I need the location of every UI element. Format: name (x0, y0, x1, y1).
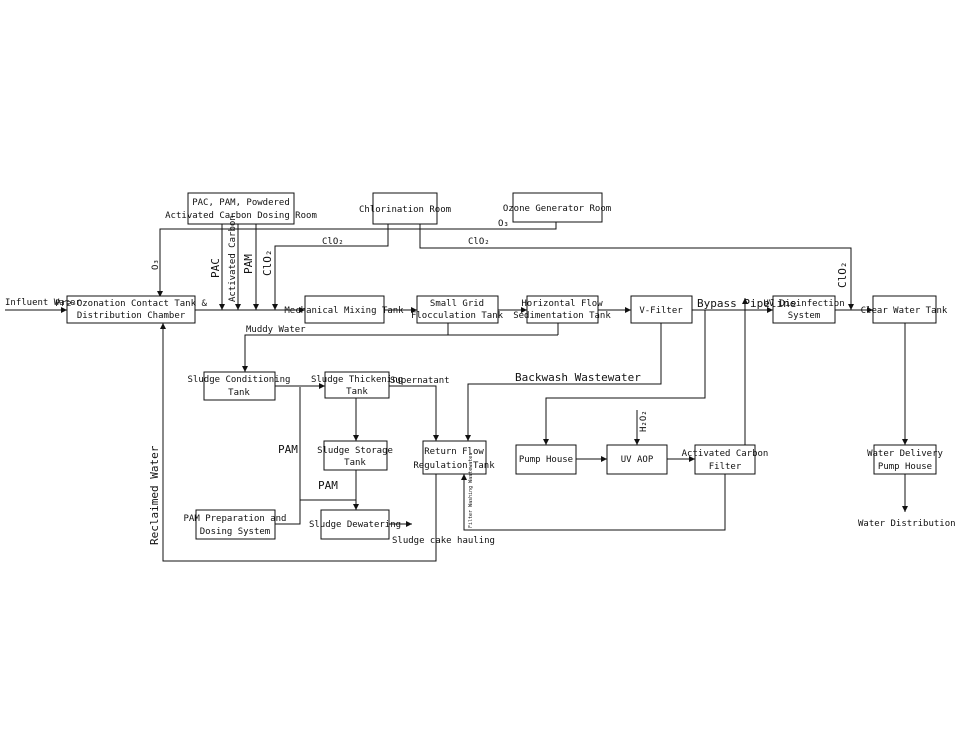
return-flow-box: Return Flow Regulation Tank (413, 440, 495, 475)
pre-ozonation-label-1: Pre-Ozonation Contact Tank & (55, 299, 207, 309)
supernatant-label: Supernatant (390, 376, 450, 386)
o3-left-label: O₃ (151, 259, 161, 270)
water-delivery-label-1: Water Delivery (867, 449, 943, 459)
mixing-tank-label: Mechanical Mixing Tank (284, 306, 404, 316)
return-flow-label-2: Regulation Tank (413, 461, 495, 471)
v-filter-label: V-Filter (639, 306, 683, 316)
activated-carbon-filter-box: Activated Carbon Filter (682, 444, 769, 475)
pam-mid-label: PAM (278, 443, 298, 456)
reclaimed-water-line (160, 323, 437, 562)
bypass-label: Bypass Pipeline (697, 297, 796, 310)
influent-label: Influent Water (5, 298, 81, 308)
pam-prep-label-2: Dosing System (200, 527, 270, 537)
clo2-top1-label: ClO₂ (322, 237, 344, 247)
sludge-storage-label-2: Tank (344, 458, 366, 468)
muddy-water-label: Muddy Water (246, 325, 306, 335)
pump-house-box: Pump House (515, 444, 577, 475)
supernatant-line (389, 385, 439, 441)
pre-ozonation-box: Pre-Ozonation Contact Tank & Distributio… (55, 295, 207, 324)
pam-top-label: PAM (242, 254, 255, 274)
backwash-line (465, 323, 662, 441)
sludge-conditioning-label-1: Sludge Conditioning (188, 375, 291, 385)
clo2-dose-line (272, 224, 389, 310)
dosing-room-label-2: Activated Carbon Dosing Room (165, 211, 317, 221)
pre-ozonation-label-2: Distribution Chamber (77, 311, 186, 321)
sedimentation-label-1: Horizontal Flow (521, 299, 603, 309)
sludge-thickening-box: Sludge Thickening Tank (311, 371, 403, 399)
return-flow-label-1: Return Flow (424, 447, 484, 457)
ozone-generator-box: Ozone Generator Room (503, 192, 611, 223)
uv-aop-box: UV AOP (606, 444, 668, 475)
uv-disinfection-label-1: UV Disinfection (763, 299, 844, 309)
sludge-cake-label: Sludge cake hauling (392, 536, 495, 546)
flocculation-label-1: Small Grid (430, 299, 484, 309)
uv-disinfection-label-2: System (788, 311, 821, 321)
pump-house-label: Pump House (519, 455, 573, 465)
clo2-right-label: ClO₂ (836, 262, 849, 289)
flocculation-tank-box: Small Grid Flocculation Tank (411, 295, 504, 324)
connectors (5, 222, 908, 562)
sludge-conditioning-box: Sludge Conditioning Tank (188, 371, 291, 401)
sludge-dewatering-box: Sludge Dewatering (309, 509, 401, 540)
uv-aop-label: UV AOP (621, 455, 654, 465)
clo2-top2-label: ClO₂ (468, 237, 490, 247)
sludge-storage-label-1: Sludge Storage (317, 446, 393, 456)
pam-prep-box: PAM Preparation and Dosing System (184, 509, 287, 540)
sludge-storage-box: Sludge Storage Tank (317, 440, 393, 471)
o3-feed-line (157, 222, 557, 297)
water-delivery-box: Water Delivery Pump House (867, 444, 944, 475)
bypass-to-pump-line (543, 310, 706, 445)
clo2-dose-label: ClO₂ (261, 250, 274, 277)
muddy-water-line (242, 323, 449, 372)
dosing-room-box: PAC, PAM, Powdered Activated Carbon Dosi… (165, 192, 317, 225)
filter-washing-line (461, 473, 726, 531)
flocculation-label-2: Flocculation Tank (411, 311, 504, 321)
v-filter-box: V-Filter (630, 295, 693, 324)
pam-prep-label-1: PAM Preparation and (184, 514, 287, 524)
distribution-network-label: Water Distribution Network (858, 519, 960, 529)
sludge-thickening-label-2: Tank (346, 387, 368, 397)
sedimentation-tank-box: Horizontal Flow Sedimentation Tank (513, 295, 611, 324)
sludge-thickening-label-1: Sludge Thickening (311, 375, 403, 385)
ozone-generator-label: Ozone Generator Room (503, 204, 611, 214)
chlorination-room-box: Chlorination Room (359, 192, 451, 225)
filter-washing-label: Filter Washing Wastewater (468, 453, 474, 528)
activated-carbon-label: Activated Carbon (228, 215, 238, 302)
h2o2-label: H₂O₂ (639, 410, 649, 432)
backwash-label: Backwash Wastewater (515, 371, 641, 384)
activated-carbon-filter-label-2: Filter (709, 462, 742, 472)
pac-label: PAC (209, 258, 222, 278)
pam-distribution-line (275, 387, 301, 525)
pam-low-label: PAM (318, 479, 338, 492)
activated-carbon-filter-label-1: Activated Carbon (682, 449, 769, 459)
clear-water-tank-box: Clear Water Tank (861, 295, 948, 324)
chlorination-label: Chlorination Room (359, 205, 451, 215)
uv-disinfection-box: UV Disinfection System (763, 295, 845, 324)
flow-labels: Influent Water O₃ O₃ PAC Activated Carbo… (5, 215, 960, 546)
reclaimed-water-label: Reclaimed Water (148, 445, 161, 545)
sludge-conditioning-label-2: Tank (228, 388, 250, 398)
sludge-dewatering-label: Sludge Dewatering (309, 520, 401, 530)
o3-right-label: O₃ (498, 219, 509, 229)
dosing-room-label-1: PAC, PAM, Powdered (192, 198, 290, 208)
water-delivery-label-2: Pump House (878, 462, 932, 472)
clear-water-label: Clear Water Tank (861, 306, 948, 316)
sedimentation-label-2: Sedimentation Tank (513, 311, 611, 321)
mixing-tank-box: Mechanical Mixing Tank (284, 295, 404, 324)
clo2-post-line (419, 224, 854, 310)
